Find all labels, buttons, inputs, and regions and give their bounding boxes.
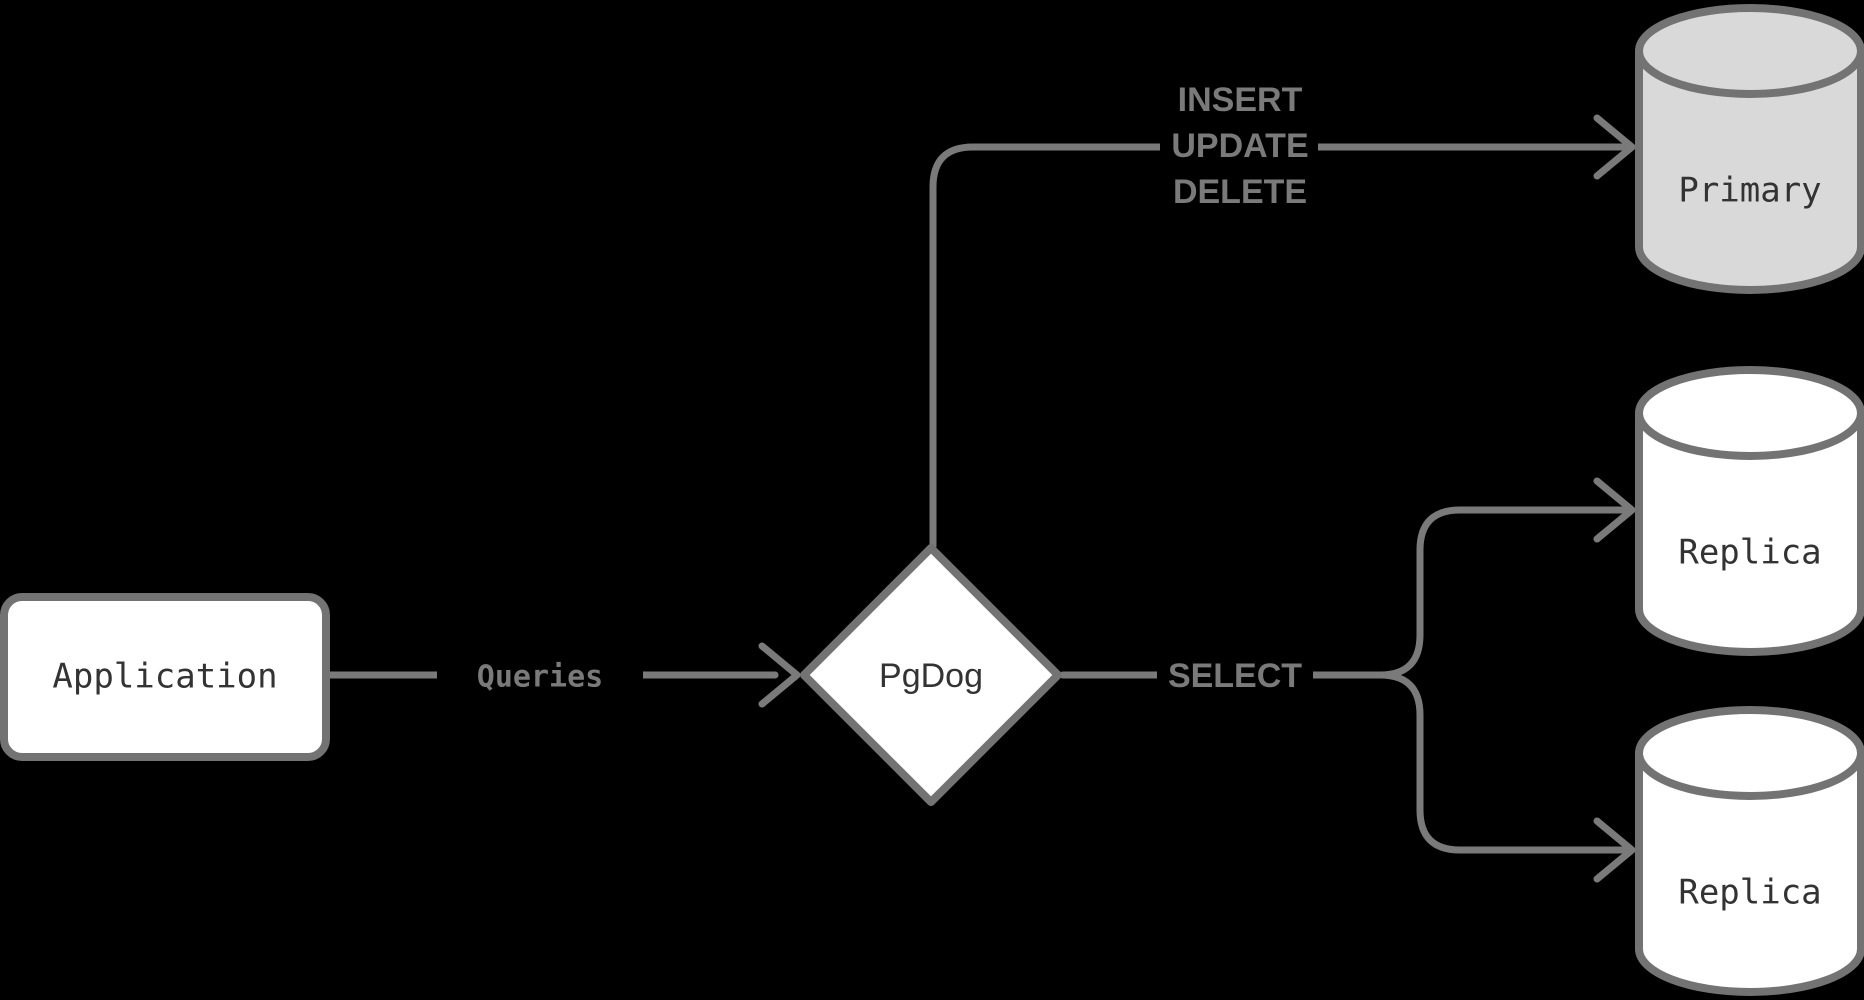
primary-label: Primary (1678, 171, 1821, 211)
replica-bottom-cylinder-body[interactable] (1635, 749, 1864, 996)
arrow-head-icon (1593, 477, 1636, 543)
node-primary[interactable]: Primary (1635, 4, 1864, 294)
edge-segment-read-lower (1376, 671, 1629, 854)
write-label-line-delete: DELETE (1173, 173, 1307, 211)
edge-label-queries: Queries (437, 652, 643, 698)
edge-pgdog-to-replicas (1059, 477, 1636, 883)
replica-top-cylinder-body[interactable] (1635, 409, 1864, 656)
node-pgdog[interactable]: PgDog (800, 544, 1062, 806)
replica-top-cylinder-top (1635, 366, 1864, 460)
node-replica-bottom[interactable]: Replica (1635, 706, 1864, 996)
select-label: SELECT (1168, 657, 1302, 695)
application-label: Application (52, 657, 277, 697)
select-label-backdrop (1157, 652, 1313, 700)
edge-label-select: SELECT (1157, 652, 1313, 700)
arrow-head-icon (1593, 114, 1636, 180)
queries-label-backdrop (437, 652, 643, 698)
node-replica-top[interactable]: Replica (1635, 366, 1864, 656)
queries-label: Queries (477, 660, 603, 695)
replica-bottom-label: Replica (1678, 873, 1821, 913)
edge-segment-write-up (929, 143, 1167, 550)
node-application[interactable]: Application (0, 593, 330, 761)
write-label-line-insert: INSERT (1178, 81, 1303, 119)
edge-pgdog-to-primary (929, 114, 1636, 550)
arrow-head-icon (758, 642, 801, 708)
application-box[interactable] (0, 593, 330, 761)
pgdog-diamond[interactable] (800, 544, 1062, 806)
edge-label-write-operations: INSERT UPDATE DELETE (1160, 81, 1318, 211)
edge-segment-read-upper (1376, 506, 1629, 679)
write-label-line-update: UPDATE (1171, 127, 1308, 165)
edge-application-to-pgdog (324, 642, 801, 708)
primary-cylinder-top (1635, 4, 1864, 98)
replica-top-label: Replica (1678, 533, 1821, 573)
replica-bottom-cylinder-top (1635, 706, 1864, 800)
pgdog-label: PgDog (879, 657, 983, 695)
write-label-backdrop (1160, 124, 1318, 172)
arrow-head-icon (1593, 817, 1636, 883)
primary-cylinder-body[interactable] (1635, 47, 1864, 294)
